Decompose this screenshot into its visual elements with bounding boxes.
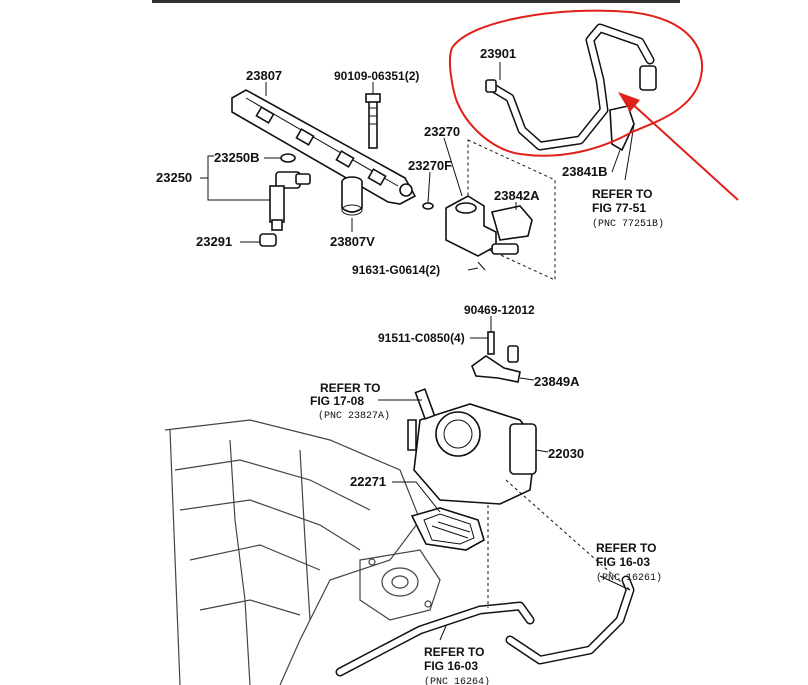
refer4-line2: FIG 16-03 xyxy=(424,659,478,673)
label-23842a: 23842A xyxy=(494,188,540,203)
bolt-90109 xyxy=(365,93,381,149)
label-91631: 91631-G0614(2) xyxy=(352,263,440,277)
label-23841b: 23841B xyxy=(562,164,608,179)
refer4-line1: REFER TO xyxy=(424,645,484,659)
refer3-line2: FIG 16-03 xyxy=(596,555,650,569)
refer2-line2: FIG 17-08 xyxy=(310,394,364,408)
refer2-line1: REFER TO xyxy=(320,381,380,395)
regulator-group xyxy=(422,139,556,281)
label-23901: 23901 xyxy=(480,46,516,61)
label-23807v: 23807V xyxy=(330,234,375,249)
refer3-line1: REFER TO xyxy=(596,541,656,555)
refer1-line1: REFER TO xyxy=(592,187,652,201)
label-23291: 23291 xyxy=(196,234,232,249)
dashed-connectors xyxy=(487,479,631,608)
label-90109: 90109-06351(2) xyxy=(334,69,419,83)
label-22030: 22030 xyxy=(548,446,584,461)
fuel-rail xyxy=(231,89,417,205)
red-annotation xyxy=(448,9,739,201)
label-23270: 23270 xyxy=(424,124,460,139)
refer1-line2: FIG 77-51 xyxy=(592,201,646,215)
bracket xyxy=(471,331,521,383)
label-23250b: 23250B xyxy=(214,150,260,165)
label-91511: 91511-C0850(4) xyxy=(378,331,465,345)
throttle-body xyxy=(407,388,537,505)
refer4-pnc: (PNC 16264) xyxy=(424,676,490,685)
refer1-pnc: (PNC 77251B) xyxy=(592,218,664,230)
insulator xyxy=(259,233,277,247)
o-ring xyxy=(280,153,296,163)
label-23849a: 23849A xyxy=(534,374,580,389)
gasket xyxy=(410,507,485,551)
lower-hoses xyxy=(335,575,635,677)
label-22271: 22271 xyxy=(350,474,386,489)
label-23807: 23807 xyxy=(246,68,282,83)
label-23270f: 23270F xyxy=(408,158,452,173)
fuel-injector xyxy=(269,171,311,231)
refer2-pnc: (PNC 23827A) xyxy=(318,410,390,422)
spacer xyxy=(341,176,363,216)
top-border xyxy=(152,0,680,3)
refer3-pnc: (PNC 16261) xyxy=(596,572,662,584)
leader-lines xyxy=(200,62,635,641)
label-23250: 23250 xyxy=(156,170,192,185)
label-90469: 90469-12012 xyxy=(464,303,535,317)
